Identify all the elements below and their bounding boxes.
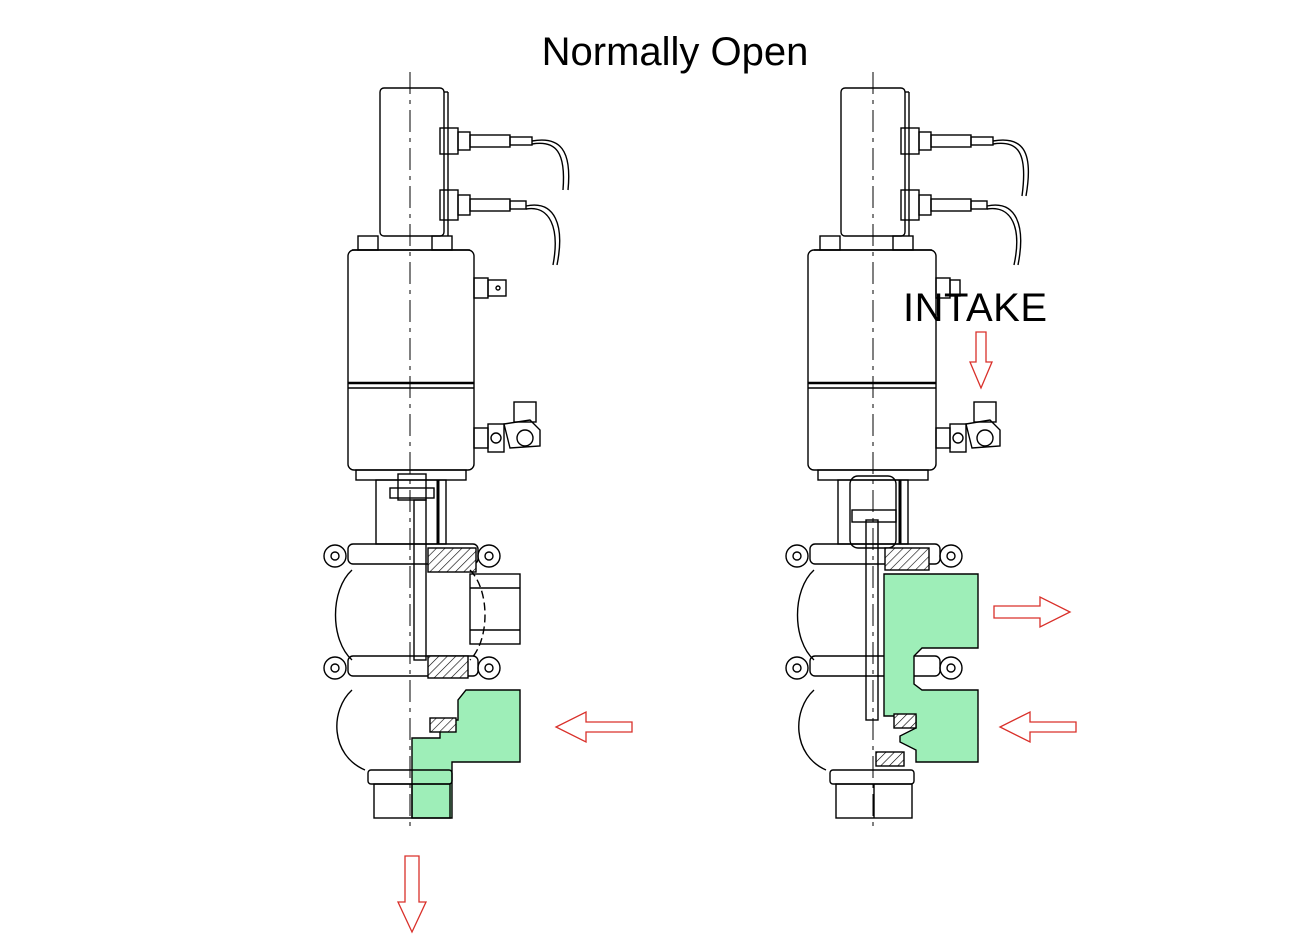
left-air-fitting — [473, 401, 541, 453]
intake-label: INTAKE — [903, 286, 1048, 330]
left-top-cylinder — [379, 87, 445, 237]
right-outlet-arrow — [993, 595, 1072, 629]
diagram-title: Normally Open — [541, 30, 809, 74]
right-valve — [785, 72, 1030, 832]
right-top-cylinder — [840, 87, 906, 237]
intake-arrow — [969, 331, 993, 390]
left-valve — [323, 72, 570, 832]
left-inlet-arrow — [554, 710, 633, 744]
left-fluid-region — [411, 689, 521, 819]
left-sensor-lower — [439, 189, 561, 266]
left-sensor-upper — [439, 127, 570, 191]
left-actuator — [347, 249, 475, 471]
right-actuator — [807, 249, 937, 471]
right-fluid-region — [883, 573, 979, 763]
right-sensor-upper — [900, 127, 1030, 197]
right-sensor-lower — [900, 189, 1022, 266]
left-outlet-arrow — [396, 855, 428, 934]
right-inlet-arrow — [998, 710, 1077, 744]
right-air-fitting — [935, 401, 1001, 453]
